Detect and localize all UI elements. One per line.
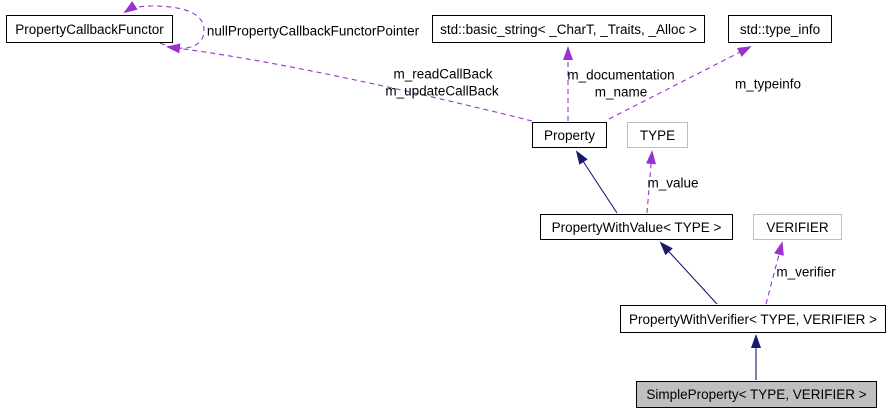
edge-label-m_readCallBack: m_readCallBack (393, 66, 493, 82)
edge-property-with-verifier-to-property-with-value (659, 241, 718, 305)
edge-label-m_verifier: m_verifier (776, 264, 836, 280)
node-simple-property: SimpleProperty< TYPE, VERIFIER > (636, 381, 877, 408)
node-type: TYPE (627, 122, 688, 148)
edge-property-with-value-to-property (575, 150, 618, 214)
edge-property-to-std-type-info (608, 46, 752, 120)
node-property[interactable]: Property (532, 122, 607, 148)
edge-property-callback-functor-to-property-callback-functor (123, 1, 205, 49)
node-property-with-verifier[interactable]: PropertyWithVerifier< TYPE, VERIFIER > (620, 305, 886, 333)
edge-label-m_updateCallBack: m_updateCallBack (385, 83, 499, 99)
node-verifier: VERIFIER (753, 214, 842, 240)
edge-label-nullPropertyCallbackFunctorPointer: nullPropertyCallbackFunctorPointer (206, 23, 420, 39)
node-property-callback-functor[interactable]: PropertyCallbackFunctor (6, 15, 173, 43)
edge-property-with-value-to-type (646, 150, 657, 214)
edge-label-m_value: m_value (647, 175, 699, 191)
edge-property-to-property-callback-functor (166, 43, 533, 122)
edge-label-m_typeinfo: m_typeinfo (734, 76, 802, 92)
edge-property-with-verifier-to-verifier (765, 241, 784, 305)
node-property-with-value[interactable]: PropertyWithValue< TYPE > (540, 214, 733, 240)
edge-label-m_name: m_name (594, 84, 648, 100)
node-std-type-info[interactable]: std::type_info (728, 15, 832, 43)
node-std-basic-string[interactable]: std::basic_string< _CharT, _Traits, _All… (432, 15, 705, 43)
edge-label-m_documentation: m_documentation (567, 67, 675, 83)
